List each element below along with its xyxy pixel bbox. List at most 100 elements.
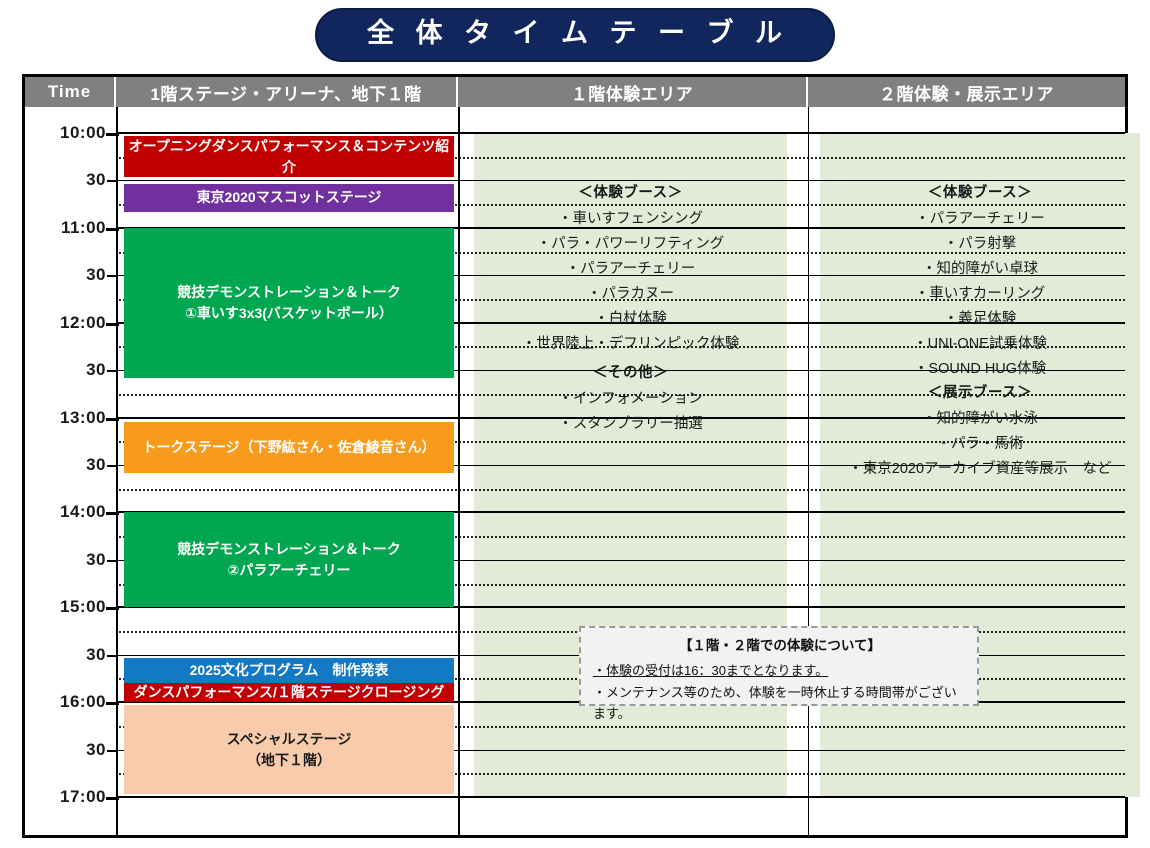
stage-event-label: 競技デモンストレーション＆トーク bbox=[177, 540, 401, 557]
experience-notice-box: 【１階・２階での体験について】 ・体験の受付は16：30までとなります。 ・メン… bbox=[579, 626, 979, 721]
floor2-booth-item: ・SOUND HUG体験 bbox=[913, 360, 1047, 377]
floor1-booth-item: ・パラ・パワーリフティング bbox=[536, 235, 725, 252]
floor2-booth-item: ・パラ射撃 bbox=[943, 235, 1017, 252]
floor2-booth-item: ・義足体験 bbox=[943, 310, 1017, 327]
stage-event-sublabel: ②パラアーチェリー bbox=[227, 561, 351, 578]
stage-event-sublabel: （地下１階） bbox=[247, 751, 331, 768]
grid-line bbox=[116, 536, 1125, 540]
time-label: 17:00 bbox=[60, 787, 119, 807]
time-tick bbox=[106, 417, 119, 421]
stage-event-label: 2025文化プログラム 制作発表 bbox=[189, 662, 389, 679]
time-tick bbox=[107, 370, 116, 373]
header-column-2f-experience: ２階体験・展示エリア bbox=[808, 77, 1125, 107]
grid-line bbox=[116, 370, 1125, 372]
grid-line bbox=[116, 773, 1125, 777]
floor1-booth-item: ・パラアーチェリー bbox=[565, 260, 696, 277]
floor2-exhibit-item: ・知的障がい水泳 bbox=[922, 410, 1038, 427]
time-label: 30 bbox=[86, 550, 116, 570]
grid-line bbox=[116, 559, 1125, 561]
time-tick bbox=[107, 180, 116, 183]
notice-line-1: ・体験の受付は16：30までとなります。 bbox=[593, 663, 829, 679]
time-tick bbox=[106, 133, 119, 136]
grid-line bbox=[116, 465, 1125, 466]
time-label: 16:00 bbox=[60, 692, 119, 712]
stage-event-label: スペシャルステージ bbox=[226, 730, 352, 747]
time-tick bbox=[107, 749, 116, 752]
time-label: 11:00 bbox=[61, 218, 119, 238]
grid-line bbox=[116, 156, 1125, 161]
grid-line bbox=[116, 180, 1125, 182]
floor2-exhibit-item: ・東京2020アーカイブ資産等展示 など bbox=[848, 460, 1112, 477]
notice-title: 【１階・２階での体験について】 bbox=[678, 638, 882, 653]
floor1-other-item: ・スタンプラリー抽選 bbox=[558, 415, 703, 432]
stage-event-demo-talk-2[interactable]: 競技デモンストレーション＆トーク ②パラアーチェリー bbox=[124, 512, 454, 608]
page-title: 全 体 タ イ ム テ ー ブ ル bbox=[314, 8, 835, 62]
time-label: 30 bbox=[86, 645, 116, 665]
grid-line bbox=[116, 393, 1125, 398]
grid-line bbox=[116, 796, 1125, 798]
grid-line bbox=[116, 488, 1125, 493]
floor1-booth-item: ・パラカヌー bbox=[587, 285, 674, 302]
time-label: 30 bbox=[86, 360, 116, 380]
floor1-booth-item: ・白杖体験 bbox=[594, 310, 667, 327]
grid-line bbox=[116, 204, 1125, 208]
grid-line bbox=[116, 583, 1125, 588]
grid-line bbox=[116, 416, 1125, 419]
grid-line bbox=[116, 749, 1125, 751]
floor2-booth-heading: ＜体験ブース＞ bbox=[927, 185, 1033, 201]
header-column-1f-experience: １階体験エリア bbox=[458, 77, 808, 107]
floor2-booth-item: ・パラアーチェリー bbox=[915, 210, 1045, 227]
floor1-booth-heading: ＜体験ブース＞ bbox=[578, 185, 683, 201]
notice-line-2: ・メンテナンス等のため、体験を一時休止する時間帯がございます。 bbox=[593, 684, 957, 722]
grid-line bbox=[116, 725, 1125, 730]
stage-event-tokyo2020-mascot[interactable]: 東京2020マスコットステージ bbox=[124, 183, 454, 213]
floor2-booth-item: ・知的障がい卓球 bbox=[922, 260, 1038, 277]
header-time: Time bbox=[25, 77, 116, 107]
time-label: 30 bbox=[86, 740, 116, 760]
floor2-exhibit-section: ＜展示ブース＞・知的障がい水泳・パラ・馬術・東京2020アーカイブ資産等展示 な… bbox=[820, 381, 1140, 482]
floor1-other-heading: ＜その他＞ bbox=[593, 365, 668, 381]
time-label: 30 bbox=[86, 170, 116, 190]
stage-event-dance-closing[interactable]: ダンスパフォーマンス/１階ステージクロージング bbox=[124, 683, 454, 703]
time-tick bbox=[106, 512, 119, 516]
time-tick bbox=[106, 322, 119, 326]
timetable-grid: Time 1階ステージ・アリーナ、地下１階 １階体験エリア ２階体験・展示エリア… bbox=[22, 74, 1140, 838]
time-label: 10:00 bbox=[60, 123, 119, 143]
stage-event-culture-program-2025[interactable]: 2025文化プログラム 制作発表 bbox=[124, 657, 454, 684]
stage-event-opening-dance[interactable]: オープニングダンスパフォーマンス＆コンテンツ紹介 bbox=[124, 136, 454, 178]
floor1-other-section: ＜その他＞ ・インフォメーション・スタンプラリー抽選 bbox=[474, 361, 787, 437]
time-tick bbox=[107, 275, 116, 278]
column-divider-time bbox=[116, 107, 118, 835]
floor1-booth-item: ・世界陸上・デフリンピック体験 bbox=[521, 335, 740, 352]
time-label: 14:00 bbox=[60, 502, 119, 522]
time-tick bbox=[106, 702, 119, 706]
time-tick bbox=[107, 465, 116, 467]
time-label: 30 bbox=[86, 455, 116, 475]
grid-line bbox=[116, 275, 1125, 277]
grid-line bbox=[116, 299, 1125, 303]
stage-event-label: トークステージ（下野紘さん・佐倉綾音さん） bbox=[142, 439, 436, 456]
time-tick bbox=[106, 607, 119, 611]
stage-event-talk-stage[interactable]: トークステージ（下野紘さん・佐倉綾音さん） bbox=[124, 422, 454, 473]
floor1-booth-section: ＜体験ブース＞・車いすフェンシング・パラ・パワーリフティング・パラアーチェリー・… bbox=[474, 181, 787, 357]
stage-event-label: 東京2020マスコットステージ bbox=[196, 189, 382, 206]
time-tick bbox=[107, 559, 116, 562]
grid-line bbox=[116, 226, 1125, 229]
floor1-other-item: ・インフォメーション bbox=[558, 390, 703, 407]
time-tick bbox=[106, 227, 119, 231]
grid-line bbox=[116, 321, 1125, 324]
stage-event-special-stage[interactable]: スペシャルステージ （地下１階） bbox=[124, 705, 454, 794]
title-banner: 全 体 タ イ ム テ ー ブ ル bbox=[0, 0, 1150, 70]
stage-event-sublabel: ①車いす3x3(バスケットボール） bbox=[185, 304, 393, 321]
stage-event-demo-talk-1[interactable]: 競技デモンストレーション＆トーク ①車いす3x3(バスケットボール） bbox=[124, 227, 454, 379]
grid-line bbox=[116, 251, 1125, 256]
stage-event-label: 競技デモンストレーション＆トーク bbox=[177, 283, 401, 300]
time-tick bbox=[106, 797, 119, 800]
floor1-booth-item: ・車いすフェンシング bbox=[558, 210, 703, 227]
time-label: 13:00 bbox=[60, 408, 119, 428]
floor2-exhibit-item: ・パラ・馬術 bbox=[936, 435, 1024, 452]
column-divider-1 bbox=[458, 107, 460, 835]
floor2-booth-item: ・UNI-ONE試乗体験 bbox=[913, 335, 1047, 352]
